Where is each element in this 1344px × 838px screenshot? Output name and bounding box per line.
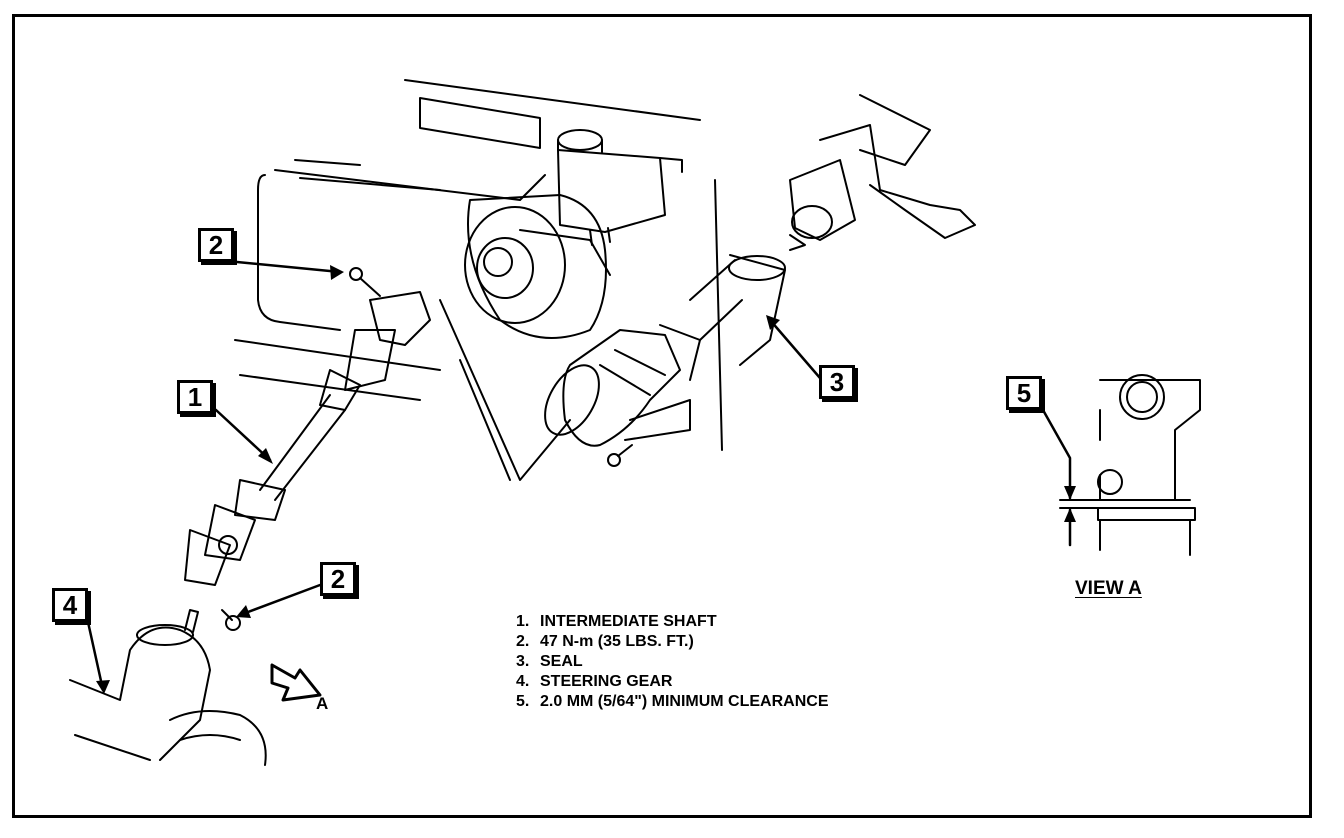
pump-pulley-drawing	[464, 206, 566, 324]
callout-arrowheads	[96, 265, 1076, 694]
callout-5: 5	[1006, 376, 1042, 410]
legend-item: 3.SEAL	[516, 653, 583, 670]
intermediate-shaft-drawing	[184, 291, 431, 586]
seal-boot-drawing	[544, 254, 786, 447]
callout-3: 3	[819, 365, 855, 399]
legend-item: 4.STEERING GEAR	[516, 673, 673, 690]
view-a-detail-drawing	[1059, 374, 1201, 556]
legend-item: 2.47 N-m (35 LBS. FT.)	[516, 633, 694, 650]
callout-4: 4	[52, 588, 88, 622]
steering-column-drawing	[714, 94, 976, 451]
parts-legend: 1.INTERMEDIATE SHAFT 2.47 N-m (35 LBS. F…	[516, 612, 829, 712]
callout-2-lower: 2	[320, 562, 356, 596]
view-a-title: VIEW A	[1075, 578, 1142, 599]
engine-block-drawing	[234, 79, 701, 481]
steering-gear-drawing	[69, 609, 267, 766]
legend-item: 5.2.0 MM (5/64") MINIMUM CLEARANCE	[516, 693, 829, 710]
arrow-a-label: A	[316, 694, 329, 713]
legend-item: 1.INTERMEDIATE SHAFT	[516, 613, 717, 630]
diagram-frame	[12, 14, 1312, 818]
bolt-drawings	[221, 267, 633, 631]
fluid-reservoir-drawing	[557, 129, 683, 246]
callout-1: 1	[177, 380, 213, 414]
view-direction-arrow	[270, 663, 322, 702]
callout-2-upper: 2	[198, 228, 234, 262]
